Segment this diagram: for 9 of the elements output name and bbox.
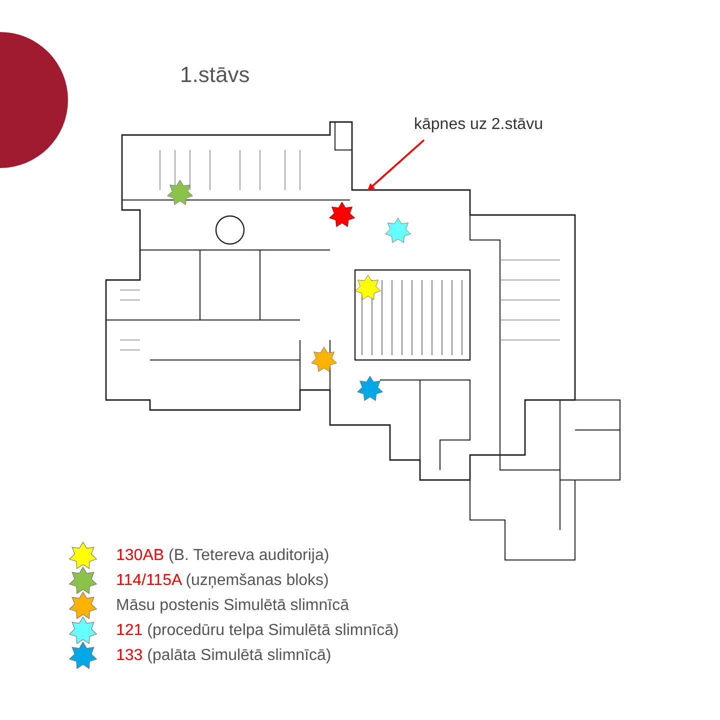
annotation-text: kāpnes uz 2.stāvu (414, 116, 543, 134)
legend-text: 121 (procedūru telpa Simulētā slimnīcā) (116, 622, 399, 640)
legend-text: 133 (palāta Simulētā slimnīcā) (116, 647, 332, 665)
legend-text: Māsu postenis Simulētā slimnīcā (116, 597, 349, 615)
leader-arrow (367, 139, 425, 191)
floor-title: 1.stāvs (180, 62, 250, 88)
legend-text: 114/115A (uzņemšanas bloks) (116, 572, 329, 590)
legend-text: 130AB (B. Tetereva auditorija) (116, 547, 330, 565)
stair-marker-star (329, 202, 355, 227)
